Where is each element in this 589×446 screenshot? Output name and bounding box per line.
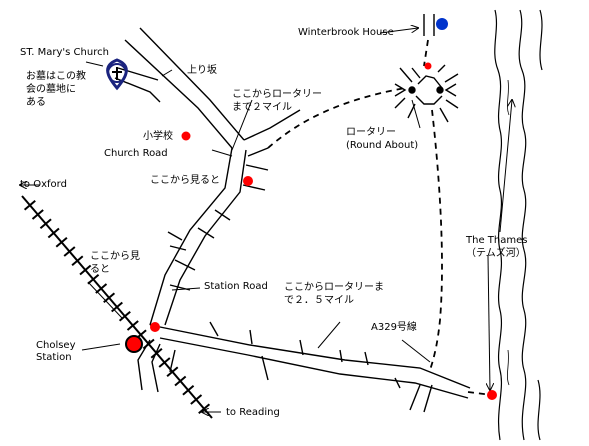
railway-tie (55, 236, 68, 248)
viewpoints (150, 62, 497, 400)
railway-tie (118, 310, 131, 322)
red-dot-icon (424, 62, 432, 70)
church-road-label: Church Road (104, 148, 168, 159)
railway-tie (47, 227, 60, 239)
railway-tie (39, 218, 52, 230)
railway-tie (174, 375, 187, 387)
house-dot (436, 18, 448, 30)
red-dot-icon (150, 322, 160, 332)
to-reading-label: to Reading (226, 407, 280, 418)
thames-label: The Thames （テムズ河） (466, 235, 528, 259)
roundabout-icon (394, 64, 459, 123)
distance-2-5mi-label: ここからロータリーま で２．５マイル (284, 282, 384, 306)
railway-tie (79, 264, 92, 276)
railway-tie (111, 301, 123, 313)
school-label: 小学校 (143, 131, 173, 142)
railway-tie (158, 357, 171, 368)
red-dot-icon (243, 176, 253, 186)
route-dashed (267, 39, 493, 396)
railway-tie (23, 199, 36, 211)
railway-tie (63, 246, 76, 257)
red-dot-icon (487, 390, 497, 400)
railway-track-icon (21, 195, 213, 419)
viewpoint-2-label: ここから見 ると (90, 251, 140, 275)
station-road-label: Station Road (204, 281, 268, 292)
railway-tie (190, 394, 203, 405)
roads (114, 27, 471, 413)
winterbrook-house-label: Winterbrook House (298, 27, 394, 38)
railway-tie (31, 209, 44, 220)
red-dot-icon (181, 131, 191, 141)
railway-tie (71, 255, 84, 267)
railway-tie (182, 384, 195, 396)
cholsey-station-label: Cholsey Station (36, 340, 76, 363)
rotary-label: ロータリー (Round About) (346, 127, 419, 151)
railway-tie (126, 320, 139, 331)
railway-tie (87, 273, 100, 285)
distance-2mi-label: ここからロータリー まで２マイル (232, 89, 322, 113)
river-icon (494, 9, 543, 441)
church-pin-icon (106, 58, 128, 91)
station-marker-icon (125, 335, 143, 353)
pointer-lines (20, 28, 512, 412)
a329-label: A329号線 (371, 322, 417, 333)
house-marker-icon (423, 14, 448, 36)
to-oxford-label: to Oxford (20, 179, 67, 190)
uphill-label: 上り坂 (187, 65, 217, 76)
viewpoint-1-label: ここから見ると (150, 175, 220, 186)
church-name-label: ST. Mary's Church (20, 47, 109, 58)
railway-tie (166, 366, 179, 378)
grave-note-label: お墓はこの教 会の墓地に ある (26, 71, 86, 108)
